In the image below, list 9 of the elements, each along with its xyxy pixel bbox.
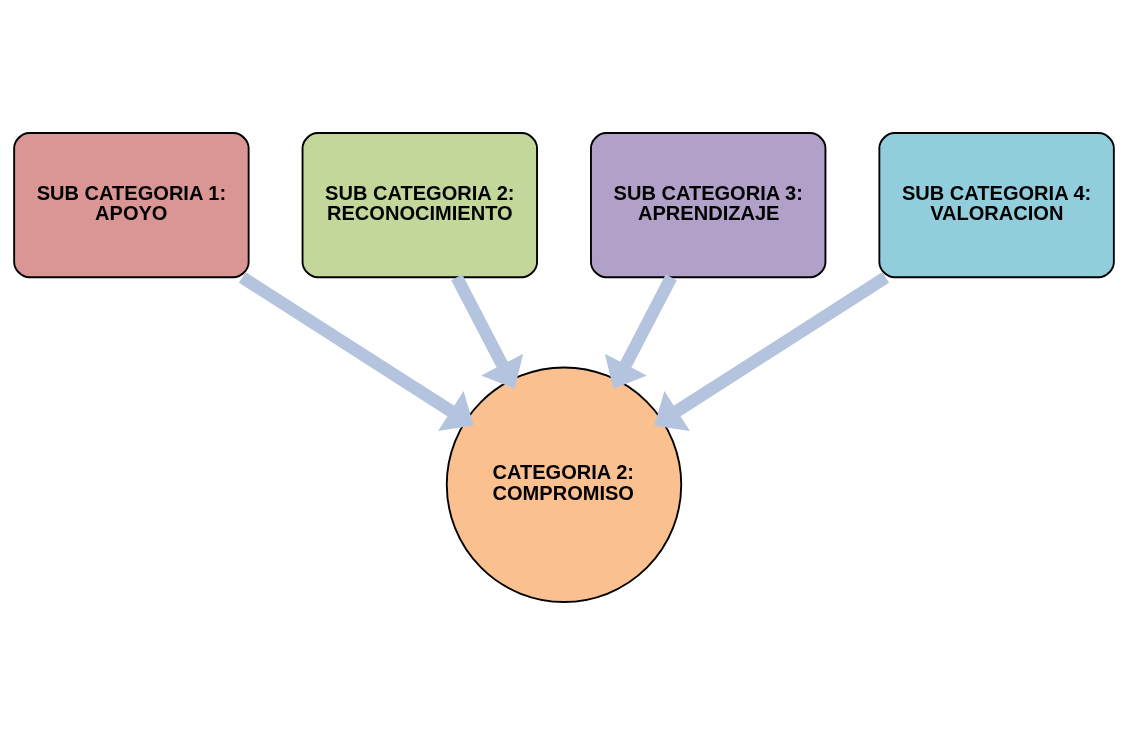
arrow [451,274,524,389]
node-circle: CATEGORIA 2: COMPROMISO [445,366,683,603]
arrow [238,271,474,431]
node-box: SUB CATEGORIA 2: RECONOCIMIENTO [301,131,538,278]
arrow [654,271,890,431]
node-box: SUB CATEGORIA 3: APRENDIZAJE [590,131,827,278]
node-box: SUB CATEGORIA 1: APOYO [13,131,250,278]
node-box: SUB CATEGORIA 4: VALORACION [878,131,1115,278]
arrow [604,274,677,389]
